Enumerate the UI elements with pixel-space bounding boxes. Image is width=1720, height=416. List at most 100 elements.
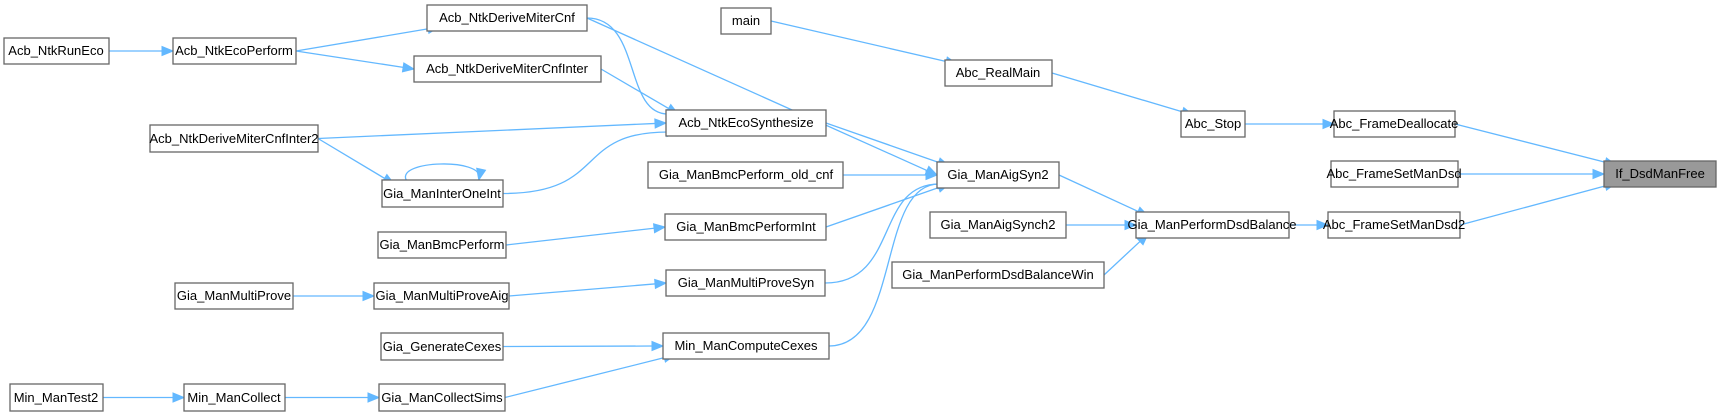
node-label: Abc_Stop: [1185, 116, 1241, 131]
node-acb-ntkderivemitercnfinter[interactable]: Acb_NtkDeriveMiterCnfInter: [413, 55, 602, 83]
edge-line: [502, 131, 669, 195]
edge-line: [828, 183, 940, 347]
node-label: Acb_NtkRunEco: [8, 43, 103, 58]
edge-line: [1051, 72, 1184, 113]
node-min-mantest2[interactable]: Min_ManTest2: [9, 383, 104, 412]
node-label: Abc_RealMain: [956, 65, 1041, 80]
edge-acb-ntkderivemitercnf-to-gia-manaigsyn2: [586, 17, 939, 176]
edge-acb-ntkderivemitercnfinter2-to-acb-ntkecosynthesize: [317, 118, 668, 140]
arrow-head-icon: [362, 290, 376, 302]
node-label: Gia_ManPerformDsdBalanceWin: [902, 267, 1093, 282]
node-abc-framedeallocate[interactable]: Abc_FrameDeallocate: [1330, 110, 1459, 138]
nodes-layer: If_DsdManFree Abc_FrameDeallocate Abc_Fr…: [3, 4, 1717, 412]
edge-abc-stop-to-abc-framedeallocate: [1245, 118, 1336, 130]
node-gia-manperformdsdbalancewin[interactable]: Gia_ManPerformDsdBalanceWin: [891, 261, 1105, 289]
node-gia-maninteroneint[interactable]: Gia_ManInterOneInt: [381, 179, 504, 208]
node-gia-manaigsyn2[interactable]: Gia_ManAigSyn2: [936, 161, 1060, 189]
node-label: Min_ManTest2: [14, 390, 99, 405]
node-gia-manbmcperform[interactable]: Gia_ManBmcPerform: [377, 231, 507, 259]
arrow-head-icon: [172, 392, 186, 403]
node-gia-manbmcperformint[interactable]: Gia_ManBmcPerformInt: [664, 213, 827, 241]
edge-abc-framedeallocate-to-if-dsdmanfree: [1454, 123, 1618, 168]
node-gia-manmultiprovesyn[interactable]: Gia_ManMultiProveSyn: [665, 269, 826, 297]
node-min-mancollect[interactable]: Min_ManCollect: [183, 383, 286, 412]
edge-line: [505, 227, 656, 246]
edges-layer: [103, 17, 1618, 403]
edge-gia-manmultiprove-to-gia-manmultiproveaig: [293, 290, 376, 302]
node-label: Gia_GenerateCexes: [383, 339, 502, 354]
node-gia-manbmcperform-old-cnf[interactable]: Gia_ManBmcPerform_old_cnf: [647, 161, 844, 189]
arrow-head-icon: [651, 340, 665, 352]
edge-abc-realmain-to-abc-stop: [1051, 72, 1195, 117]
node-label: Gia_ManMultiProveAig: [376, 288, 509, 303]
node-acb-ntkecoperform[interactable]: Acb_NtkEcoPerform: [172, 37, 297, 65]
node-abc-realmain[interactable]: Abc_RealMain: [944, 59, 1053, 87]
arrow-head-icon: [654, 278, 668, 290]
edge-main-to-abc-realmain: [770, 20, 959, 67]
edge-gia-manperformdsdbalance-to-abc-framesetmandsd2: [1289, 219, 1330, 231]
node-abc-stop[interactable]: Abc_Stop: [1180, 110, 1246, 138]
node-acb-ntkecosynthesize[interactable]: Acb_NtkEcoSynthesize: [665, 109, 827, 137]
node-gia-manmultiproveaig[interactable]: Gia_ManMultiProveAig: [373, 282, 510, 310]
edge-gia-manaigsynch2-to-gia-manperformdsdbalance: [1066, 219, 1138, 231]
node-gia-mancollectsims[interactable]: Gia_ManCollectSims: [378, 383, 506, 412]
node-label: Gia_ManBmcPerform: [380, 237, 505, 252]
node-acb-ntkderivemitercnf[interactable]: Acb_NtkDeriveMiterCnf: [426, 4, 588, 32]
node-label: Acb_NtkEcoSynthesize: [678, 115, 813, 130]
node-gia-manaigsynch2[interactable]: Gia_ManAigSynch2: [929, 211, 1067, 239]
node-abc-framesetmandsd[interactable]: Abc_FrameSetManDsd: [1326, 160, 1462, 188]
edge-abc-framesetmandsd-to-if-dsdmanfree: [1458, 168, 1606, 180]
node-label: Gia_ManInterOneInt: [383, 186, 501, 201]
node-label: Abc_FrameSetManDsd2: [1323, 217, 1465, 232]
edge-line: [404, 163, 480, 181]
node-acb-ntkruneco[interactable]: Acb_NtkRunEco: [3, 37, 110, 65]
edge-line: [600, 68, 670, 110]
arrow-head-icon: [654, 118, 668, 129]
node-label: Acb_NtkDeriveMiterCnfInter: [426, 61, 588, 76]
node-label: Abc_FrameSetManDsd: [1326, 166, 1461, 181]
node-acb-ntkderivemitercnfinter2[interactable]: Acb_NtkDeriveMiterCnfInter2: [149, 124, 319, 153]
edge-line: [1459, 184, 1607, 226]
arrow-head-icon: [476, 167, 487, 182]
edge-gia-manbmcperform-old-cnf-to-gia-manaigsyn2: [843, 169, 939, 181]
node-min-mancomputecexes[interactable]: Min_ManComputeCexes: [662, 332, 830, 360]
edge-line: [508, 283, 657, 297]
node-label: If_DsdManFree: [1615, 166, 1705, 181]
arrow-head-icon: [925, 169, 939, 181]
edge-line: [295, 50, 405, 69]
edge-min-mancollect-to-gia-mancollectsims: [285, 392, 381, 403]
node-main[interactable]: main: [720, 7, 772, 35]
node-abc-framesetmandsd2[interactable]: Abc_FrameSetManDsd2: [1323, 211, 1465, 239]
edge-abc-framesetmandsd2-to-if-dsdmanfree: [1459, 180, 1618, 226]
edge-line: [317, 137, 386, 180]
edge-acb-ntkderivemitercnfinter-to-acb-ntkecosynthesize: [600, 68, 680, 115]
node-label: main: [732, 13, 760, 28]
arrow-head-icon: [161, 45, 175, 57]
edge-acb-ntkecosynthesize-to-gia-manaigsyn2: [825, 122, 951, 168]
edge-line: [770, 20, 948, 63]
edge-gia-generatecexes-to-min-mancomputecexes: [502, 340, 665, 352]
arrow-head-icon: [1316, 219, 1330, 231]
node-label: Gia_ManMultiProveSyn: [678, 275, 815, 290]
edge-line: [1103, 240, 1142, 276]
edge-line: [317, 122, 657, 140]
edge-gia-maninteroneint-to-gia-maninteroneint: [404, 163, 487, 182]
node-gia-manmultiprove[interactable]: Gia_ManMultiProve: [174, 282, 294, 310]
node-label: Gia_ManAigSyn2: [947, 167, 1048, 182]
edge-line: [1058, 174, 1140, 213]
edge-line: [295, 28, 430, 52]
node-label: Gia_ManMultiProve: [177, 288, 291, 303]
edge-acb-ntkruneco-to-acb-ntkecoperform: [109, 45, 175, 57]
arrow-head-icon: [652, 223, 667, 234]
arrow-head-icon: [1592, 168, 1606, 180]
node-if-dsdmanfree[interactable]: If_DsdManFree: [1603, 160, 1717, 188]
node-label: Gia_ManBmcPerform_old_cnf: [659, 167, 834, 182]
node-label: Acb_NtkDeriveMiterCnf: [439, 10, 575, 25]
edge-acb-ntkecoperform-to-acb-ntkderivemitercnfinter: [295, 50, 416, 73]
node-gia-manperformdsdbalance[interactable]: Gia_ManPerformDsdBalance: [1127, 211, 1297, 239]
node-gia-generatecexes[interactable]: Gia_GenerateCexes: [380, 332, 504, 361]
arrow-head-icon: [1322, 118, 1336, 130]
edge-min-mantest2-to-min-mancollect: [103, 392, 186, 403]
node-label: Gia_ManPerformDsdBalance: [1127, 217, 1296, 232]
